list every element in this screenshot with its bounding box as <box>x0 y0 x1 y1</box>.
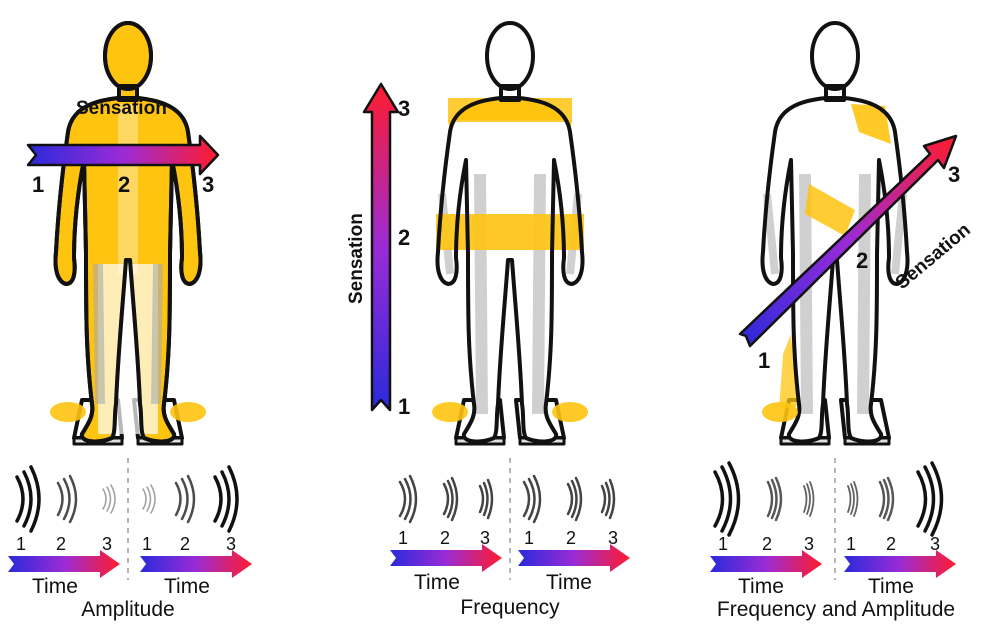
wave-number: 1 <box>16 534 26 554</box>
arrow-number: 1 <box>398 394 410 419</box>
wave-number: 1 <box>524 528 534 548</box>
wave-right-1 <box>142 484 156 514</box>
arrow-number: 2 <box>398 225 410 250</box>
vibration-waves <box>713 461 944 537</box>
wave-right-1 <box>522 474 542 524</box>
arrow-number: 1 <box>32 172 44 197</box>
torso-sensation <box>805 184 855 236</box>
wave-number: 2 <box>440 528 450 548</box>
vibration-waves <box>15 465 239 533</box>
wave-right-2 <box>566 476 583 522</box>
panel-caption: Amplitude <box>81 598 174 621</box>
time-label: Time <box>738 575 784 598</box>
arrow-number: 1 <box>758 348 770 373</box>
arrow-number: 3 <box>202 172 214 197</box>
wave-number: 1 <box>398 528 408 548</box>
time-label: Time <box>164 575 210 598</box>
wave-right-3 <box>916 461 944 537</box>
panel-frequency: Sensation 1 2 3 1 2 3 1 2 3 Time Time Fr… <box>346 21 630 619</box>
wave-number: 3 <box>930 534 940 554</box>
panel-caption: Frequency and Amplitude <box>717 598 955 621</box>
wave-left-1 <box>713 461 741 537</box>
time-label: Time <box>546 571 592 594</box>
wave-left-2 <box>442 476 459 522</box>
wave-number: 3 <box>480 528 490 548</box>
arrow-number: 2 <box>856 248 868 273</box>
wave-right-2 <box>878 476 895 522</box>
wave-number: 2 <box>886 534 896 554</box>
panel-frequency-and-amplitude: Sensation 1 2 3 1 2 3 1 2 3 Time Time Fr… <box>710 21 975 621</box>
time-label: Time <box>868 575 914 598</box>
sensation-label: Sensation <box>76 98 167 119</box>
wave-right-3 <box>600 478 616 520</box>
wave-left-2 <box>56 474 78 524</box>
time-label: Time <box>32 575 78 598</box>
time-arrow <box>140 550 252 578</box>
wave-right-3 <box>213 465 239 533</box>
wave-number: 1 <box>142 534 152 554</box>
feet-sensation <box>762 402 798 422</box>
wave-left-3 <box>102 484 116 514</box>
arrow-number: 3 <box>948 162 960 187</box>
wave-number: 3 <box>102 534 112 554</box>
wave-left-3 <box>478 478 494 520</box>
wave-number: 3 <box>226 534 236 554</box>
panel-amplitude: Sensation 1 2 3 1 2 3 1 2 3 Time Time Am… <box>8 21 252 621</box>
wave-right-2 <box>174 474 196 524</box>
wave-right-1 <box>847 481 859 517</box>
wave-left-2 <box>766 476 783 522</box>
sensation-arrow-vertical <box>362 82 400 412</box>
time-label: Time <box>414 571 460 594</box>
sensation-label: Sensation <box>346 213 367 304</box>
time-arrow <box>518 544 630 572</box>
sensation-arrow-diagonal <box>738 134 958 348</box>
wave-number: 1 <box>718 534 728 554</box>
time-arrow <box>8 550 120 578</box>
vibration-waves <box>398 474 616 524</box>
wave-number: 2 <box>56 534 66 554</box>
leg-sensation <box>779 334 797 410</box>
human-figure <box>760 21 910 444</box>
human-figure <box>435 21 585 444</box>
wave-left-3 <box>803 481 815 517</box>
wave-number: 2 <box>762 534 772 554</box>
time-arrow <box>844 550 956 578</box>
arrow-number: 3 <box>398 96 410 121</box>
wave-left-1 <box>398 474 418 524</box>
time-arrow <box>710 550 822 578</box>
panel-caption: Frequency <box>460 596 560 619</box>
hip-sensation <box>436 214 584 250</box>
wave-number: 3 <box>804 534 814 554</box>
feet-sensation <box>432 402 588 422</box>
wave-left-1 <box>15 465 41 533</box>
wave-number: 3 <box>608 528 618 548</box>
wave-number: 1 <box>846 534 856 554</box>
human-figure <box>53 21 203 444</box>
wave-number: 2 <box>566 528 576 548</box>
time-arrow <box>390 544 502 572</box>
sensation-arrow-horizontal <box>26 134 220 176</box>
feet-sensation <box>50 402 206 422</box>
arrow-number: 2 <box>118 172 130 197</box>
wave-number: 2 <box>180 534 190 554</box>
shoulder-sensation <box>851 104 891 144</box>
